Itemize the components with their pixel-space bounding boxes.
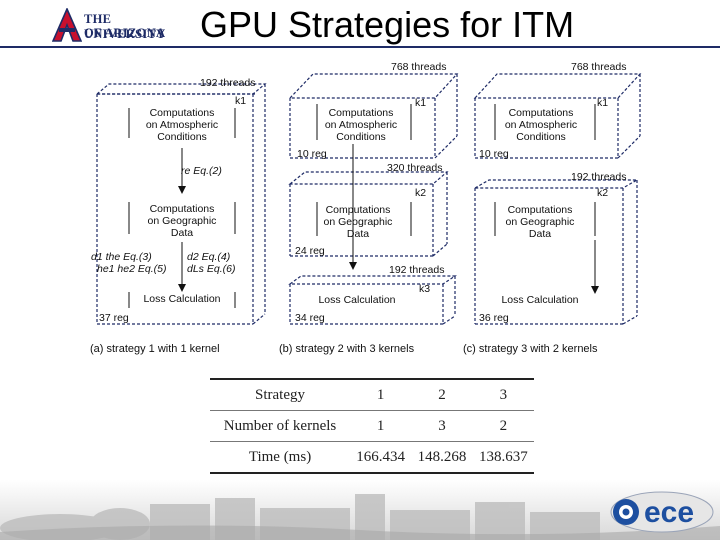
s2-box3: Loss Calculation [318, 294, 395, 306]
cell: 2 [411, 378, 473, 411]
performance-table: Strategy 1 2 3 Number of kernels 1 3 2 T… [210, 378, 534, 474]
strategy-diagram: 192 threads k1 Computations on Atmospher… [85, 56, 650, 360]
s1-eq-right1: d2 Eq.(4) [187, 251, 230, 263]
s1-box2-line2: on Geographic [148, 215, 217, 227]
strategy3-group: 768 threads k1 Computations on Atmospher… [463, 61, 642, 355]
s1-box1-line3: Conditions [157, 131, 207, 143]
s3-box2-line1: Computations [508, 204, 573, 216]
s3-threads-k2: 192 threads [571, 171, 626, 183]
s2-box2-line2: on Geographic [324, 216, 393, 228]
caption-c: (c) strategy 3 with 2 kernels [463, 343, 598, 355]
caption-b: (b) strategy 2 with 3 kernels [279, 343, 415, 355]
s3-reg-k1: 10 reg [479, 148, 509, 160]
s1-reg: 37 reg [99, 312, 129, 324]
header-divider [0, 46, 720, 48]
row-label: Strategy [210, 378, 350, 411]
slide-title: GPU Strategies for ITM [200, 4, 575, 45]
s3-box2-line3: Data [529, 228, 551, 240]
s2-k2: k2 [415, 187, 426, 199]
s2-threads-k1: 768 threads [391, 61, 446, 73]
s1-box1-line2: on Atmospheric [146, 119, 218, 131]
s2-reg-k2: 24 reg [295, 245, 325, 257]
row-label: Time (ms) [210, 441, 350, 474]
table-row: Number of kernels 1 3 2 [210, 410, 534, 442]
s2-reg-k1: 10 reg [297, 148, 327, 160]
s3-reg-k2: 36 reg [479, 312, 509, 324]
s2-box1-line1: Computations [329, 107, 394, 119]
s2-threads-k2: 320 threads [387, 162, 442, 174]
s3-box1-line2: on Atmospheric [505, 119, 577, 131]
s3-box2-line2: on Geographic [506, 216, 575, 228]
slide-header: THE UNIVERSITY OF ARIZONA GPU Strategies… [0, 0, 720, 48]
s2-box1-line2: on Atmospheric [325, 119, 397, 131]
s3-box1-line3: Conditions [516, 131, 566, 143]
s2-box1-line3: Conditions [336, 131, 386, 143]
strategy1-threads: 192 threads [200, 77, 255, 89]
arizona-a-icon [52, 8, 82, 42]
cell: 1 [350, 410, 412, 442]
cell: 3 [472, 378, 534, 411]
s2-box2-line3: Data [347, 228, 369, 240]
s1-box1-line1: Computations [150, 107, 215, 119]
footer-campus-image [0, 480, 720, 542]
university-logo: THE UNIVERSITY OF ARIZONA [52, 8, 182, 42]
s3-k2: k2 [597, 187, 608, 199]
s2-box2-line1: Computations [326, 204, 391, 216]
ece-logo: ece [610, 490, 715, 534]
s1-eq-right2: dLs Eq.(6) [187, 263, 235, 275]
strategy2-group: 768 threads k1 Computations on Atmospher… [279, 61, 459, 355]
s3-k1: k1 [597, 97, 608, 109]
s2-threads-k3: 192 threads [389, 264, 444, 276]
s1-box2-line1: Computations [150, 203, 215, 215]
cell: 148.268 [411, 441, 473, 474]
s1-eq-left1: d1 the Eq.(3) [91, 251, 152, 263]
s2-k3: k3 [419, 283, 430, 295]
ece-logo-text: ece [644, 496, 694, 529]
strategy1-group: 192 threads k1 Computations on Atmospher… [90, 77, 267, 355]
cell: 1 [350, 378, 412, 411]
cell: 138.637 [472, 441, 534, 474]
s1-eq-re: re Eq.(2) [181, 165, 222, 177]
s3-box3: Loss Calculation [501, 294, 578, 306]
s2-k1: k1 [415, 97, 426, 109]
s1-box2-line3: Data [171, 227, 193, 239]
cell: 3 [411, 410, 473, 442]
s3-threads-k1: 768 threads [571, 61, 626, 73]
university-name-line1: THE UNIVERSITY [84, 12, 166, 41]
s2-reg-k3: 34 reg [295, 312, 325, 324]
s1-box3: Loss Calculation [143, 293, 220, 305]
table-row: Time (ms) 166.434 148.268 138.637 [210, 441, 534, 474]
university-name-line2: OF ARIZONA [84, 26, 166, 40]
s3-box1-line1: Computations [509, 107, 574, 119]
cell: 2 [472, 410, 534, 442]
strategy1-thread-stack [95, 83, 267, 325]
strategy1-k1: k1 [235, 95, 246, 107]
cell: 166.434 [350, 441, 412, 474]
table-row: Strategy 1 2 3 [210, 378, 534, 411]
strategy2-thread-stacks [288, 73, 459, 325]
s1-eq-left2: he1 he2 Eq.(5) [97, 263, 166, 275]
row-label: Number of kernels [210, 410, 350, 442]
strategy3-thread-stacks [472, 73, 642, 325]
caption-a: (a) strategy 1 with 1 kernel [90, 343, 220, 355]
